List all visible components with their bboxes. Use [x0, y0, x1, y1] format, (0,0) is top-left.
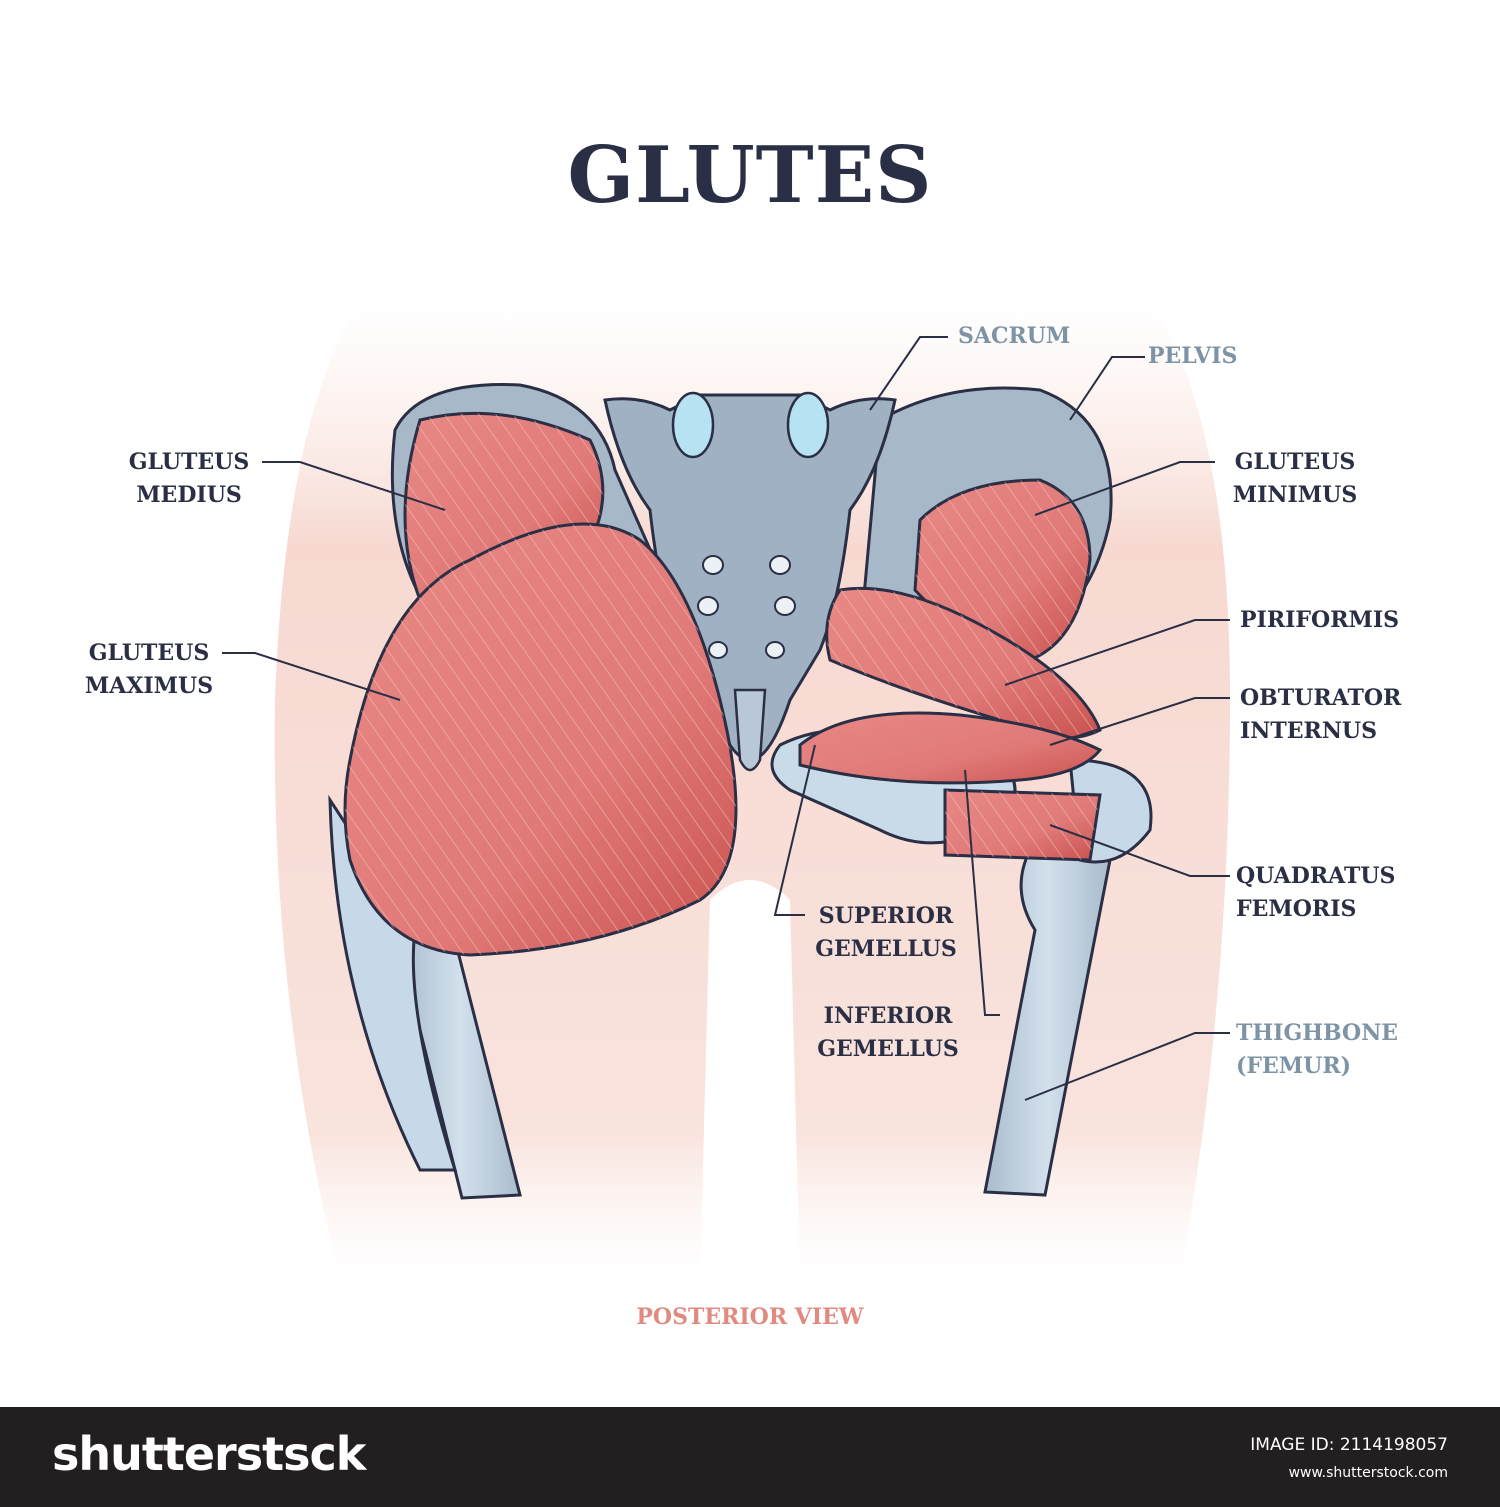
- label-obturator-internus: OBTURATOR INTERNUS: [1240, 682, 1401, 748]
- right-femur: [983, 848, 1112, 1197]
- label-superior-gemellus-line1: SUPERIOR: [818, 903, 954, 929]
- footer-brand-logo: shutterstsck: [52, 1427, 366, 1481]
- stock-footer: shutterstsck IMAGE ID: 2114198057 www.sh…: [0, 1407, 1500, 1507]
- sacrum-hole: [708, 641, 728, 659]
- leader-lines: [222, 336, 1230, 1101]
- label-quadratus-femoris: QUADRATUS FEMORIS: [1236, 860, 1395, 926]
- view-caption: POSTERIOR VIEW: [636, 1304, 864, 1330]
- leader-gluteus-medius: [262, 461, 446, 511]
- label-gluteus-maximus-line1: GLUTEUS: [88, 640, 210, 666]
- label-gluteus-minimus-line1: GLUTEUS: [1234, 449, 1356, 475]
- obturator-internus-muscle: [798, 711, 1103, 785]
- label-thighbone-line2: (FEMUR): [1236, 1053, 1352, 1079]
- left-femur-shaft: [328, 794, 458, 1172]
- label-gluteus-maximus: GLUTEUS MAXIMUS: [78, 637, 220, 703]
- sacrum-hole: [702, 555, 724, 575]
- label-thighbone: THIGHBONE (FEMUR): [1236, 1017, 1398, 1083]
- label-inferior-gemellus-line1: INFERIOR: [823, 1003, 953, 1029]
- leader-pelvis: [1069, 356, 1145, 421]
- footer-site: www.shutterstock.com: [1288, 1465, 1448, 1481]
- label-sacrum: SACRUM: [958, 323, 1071, 349]
- label-obturator-internus-line2: INTERNUS: [1240, 718, 1378, 744]
- label-thighbone-line1: THIGHBONE: [1236, 1020, 1399, 1046]
- label-obturator-internus-line1: OBTURATOR: [1240, 685, 1402, 711]
- label-gluteus-maximus-line2: MAXIMUS: [84, 673, 214, 699]
- label-pelvis: PELVIS: [1148, 343, 1238, 369]
- leader-obturator-internus: [1049, 697, 1230, 746]
- coccyx: [733, 688, 767, 772]
- glutes-illustration: [222, 300, 1231, 1280]
- footer-image-id: IMAGE ID: 2114198057: [1250, 1435, 1448, 1455]
- leader-superior-gemellus: [773, 744, 816, 916]
- label-quadratus-femoris-line2: FEMORIS: [1236, 896, 1357, 922]
- label-piriformis: PIRIFORMIS: [1240, 607, 1400, 633]
- label-inferior-gemellus-line2: GEMELLUS: [817, 1036, 959, 1062]
- leader-thighbone: [1024, 1032, 1230, 1101]
- leader-gluteus-maximus: [222, 652, 401, 701]
- page-title: GLUTES: [567, 130, 933, 221]
- sacrum-hole: [697, 596, 719, 616]
- sacrum-foramen: [786, 391, 830, 459]
- label-gluteus-medius: GLUTEUS MEDIUS: [118, 446, 260, 512]
- sacrum-hole: [769, 555, 791, 575]
- leader-piriformis: [1004, 619, 1230, 686]
- label-gluteus-medius-line1: GLUTEUS: [128, 449, 250, 475]
- label-superior-gemellus-line2: GEMELLUS: [815, 936, 957, 962]
- label-inferior-gemellus: INFERIOR GEMELLUS: [808, 1000, 968, 1066]
- label-quadratus-femoris-line1: QUADRATUS: [1236, 863, 1396, 889]
- leader-sacrum: [869, 336, 948, 411]
- leader-inferior-gemellus: [964, 769, 1000, 1016]
- sacrum-hole: [774, 596, 796, 616]
- leader-quadratus-femoris: [1049, 824, 1230, 877]
- sacrum-foramen: [671, 391, 715, 459]
- sacrum-hole: [765, 641, 785, 659]
- label-superior-gemellus: SUPERIOR GEMELLUS: [806, 900, 966, 966]
- label-gluteus-minimus-line2: MINIMUS: [1232, 482, 1358, 508]
- label-gluteus-medius-line2: MEDIUS: [136, 482, 242, 508]
- diagram-canvas: GLUTES SACRUM PELVIS GLUTEUS MEDIUS GLUT…: [78, 130, 1401, 1330]
- label-gluteus-minimus: GLUTEUS MINIMUS: [1220, 446, 1370, 512]
- leader-gluteus-minimus: [1034, 461, 1215, 516]
